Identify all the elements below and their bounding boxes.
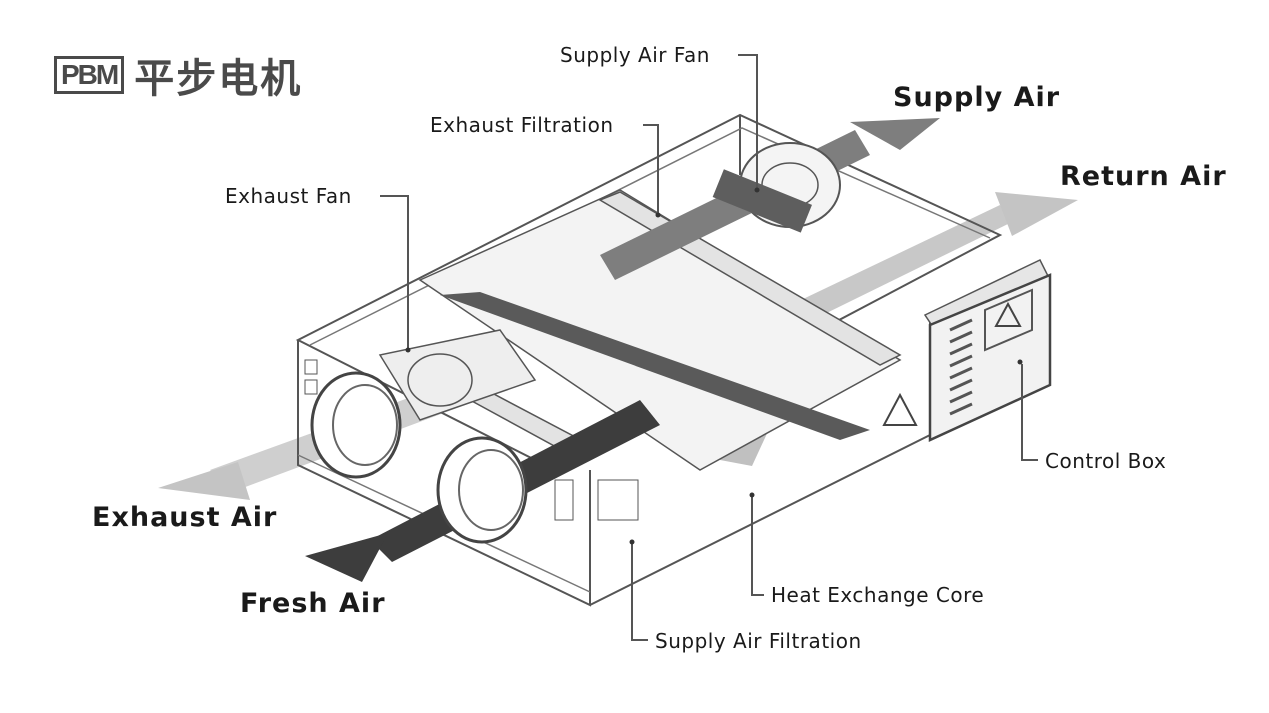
label-exhaust-filtration: Exhaust Filtration <box>430 113 614 137</box>
label-heat-exchange-core: Heat Exchange Core <box>771 583 985 607</box>
label-exhaust-air: Exhaust Air <box>92 502 278 533</box>
brand-logo: PBM 平步电机 <box>54 50 302 102</box>
exhaust-filtration-leader <box>643 124 659 215</box>
supply-air-fan-leader <box>738 54 758 190</box>
brand-mark: PBM <box>54 56 125 94</box>
supply-air-filtration-leader <box>631 542 648 641</box>
label-fresh-air: Fresh Air <box>240 588 386 619</box>
casing-top-panel-left <box>295 113 1003 472</box>
heat-exchange-core-leader <box>751 495 764 596</box>
return-air-arrowhead <box>995 192 1078 236</box>
label-return-air: Return Air <box>1060 161 1227 192</box>
fresh-air-arrowhead <box>305 533 388 582</box>
brand-name: 平步电机 <box>134 56 303 102</box>
exhaust-air-duct-port <box>310 371 402 479</box>
supply-air-arrowhead <box>850 118 940 150</box>
side-ports-icon <box>304 359 639 521</box>
supply-air-fan-icon <box>712 142 841 233</box>
label-supply-air: Supply Air <box>893 82 1061 113</box>
control-box-icon <box>882 259 1052 442</box>
return-air-flow-band <box>780 205 1012 330</box>
label-exhaust-fan: Exhaust Fan <box>225 184 352 208</box>
label-supply-air-fan: Supply Air Fan <box>560 43 710 67</box>
label-supply-air-filtration: Supply Air Filtration <box>655 629 862 653</box>
exhaust-air-arrowhead <box>158 462 250 500</box>
exhaust-fan-icon <box>378 329 537 421</box>
exhaust-fan-leader <box>380 195 409 350</box>
core-dark-flow <box>440 292 870 440</box>
control-box-leader <box>1021 364 1038 461</box>
label-control-box: Control Box <box>1045 449 1167 473</box>
fresh-air-duct-port <box>436 436 528 544</box>
